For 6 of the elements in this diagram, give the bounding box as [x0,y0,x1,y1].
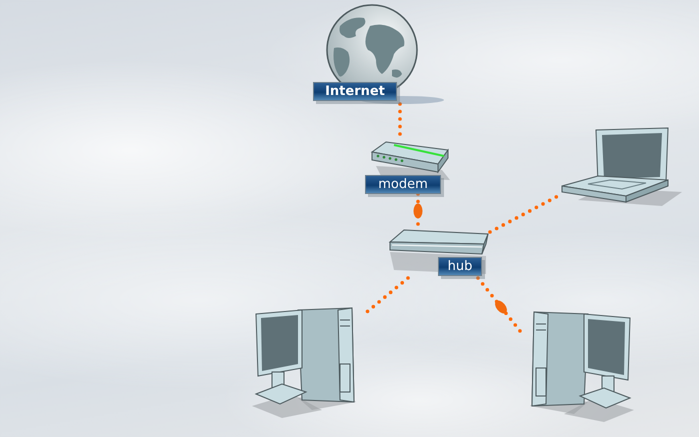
device-label: hub [438,257,482,276]
device-label: modem [365,175,441,194]
network-cable [398,102,402,138]
device-label: Internet [313,82,397,101]
network-cable [488,194,560,234]
network-cable [416,192,420,228]
